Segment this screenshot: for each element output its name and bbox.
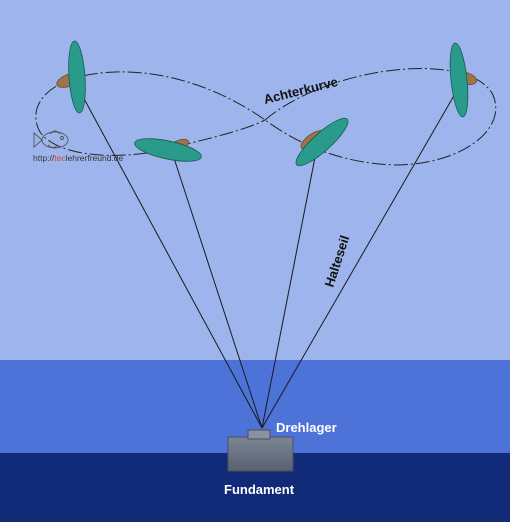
fish-icon [33, 130, 69, 149]
turbine-4-blade [449, 42, 469, 118]
watermark-suffix: lehrerfreund.de [66, 153, 124, 163]
bearing-label: Drehlager [276, 420, 337, 435]
pivot-bearing [247, 429, 271, 440]
sky-background [0, 0, 510, 360]
watermark-text: http://teclehrerfreund.de [33, 153, 124, 163]
kite-turbine-4 [449, 42, 478, 118]
tether-line-2 [171, 151, 263, 429]
figure-eight-curve [35, 68, 497, 166]
turbine-1-blade [68, 40, 86, 114]
turbine-2-blade [134, 138, 202, 162]
watermark: http://teclehrerfreund.de [33, 130, 124, 163]
watermark-prefix: http:// [33, 153, 55, 163]
tether-line-3 [261, 141, 319, 429]
foundation-body [227, 436, 294, 472]
kite-turbine-3 [295, 117, 349, 167]
tether-lines [74, 79, 464, 429]
kite-turbine-2 [134, 138, 202, 162]
tether-line-1 [74, 81, 263, 429]
kite-turbine-1 [56, 40, 86, 114]
foundation-label: Fundament [224, 482, 295, 497]
turbine-3-blade [295, 117, 349, 167]
watermark-highlight: tec [54, 153, 66, 163]
foundation-block [227, 429, 294, 472]
tether-line-4 [261, 79, 464, 429]
